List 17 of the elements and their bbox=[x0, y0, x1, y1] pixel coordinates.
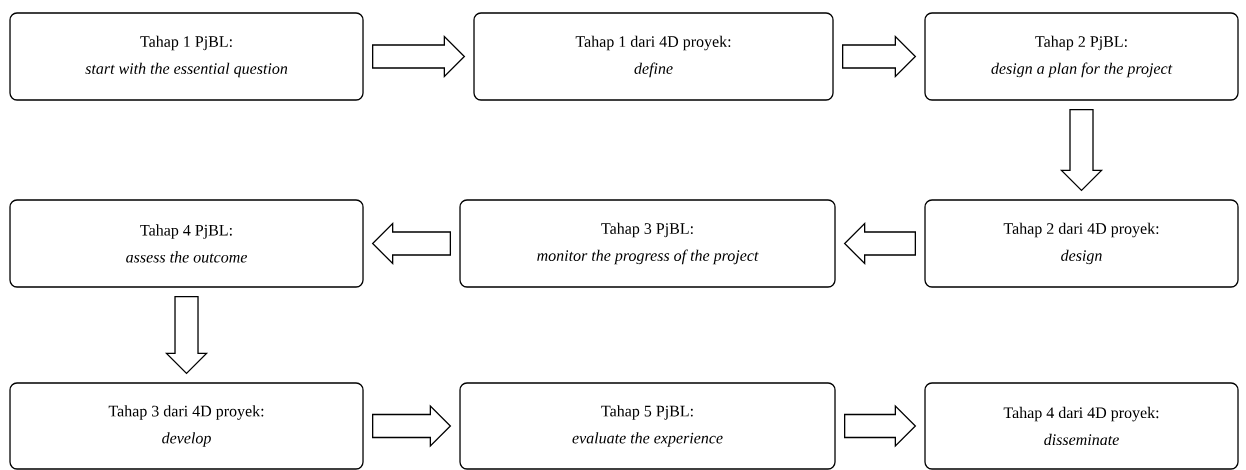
block-arrow bbox=[164, 296, 209, 375]
process-box: Tahap 4 PjBL: assess the outcome bbox=[9, 199, 364, 288]
block-arrow bbox=[372, 404, 452, 448]
process-box: Tahap 4 dari 4D proyek: disseminate bbox=[924, 382, 1239, 470]
process-box: Tahap 1 dari 4D proyek: define bbox=[473, 12, 834, 101]
process-box: Tahap 3 PjBL: monitor the progress of the project bbox=[459, 199, 836, 288]
process-box: Tahap 5 PjBL: evaluate the experience bbox=[459, 382, 836, 470]
process-box: Tahap 2 dari 4D proyek: design bbox=[924, 199, 1239, 288]
process-box: Tahap 3 dari 4D proyek: develop bbox=[9, 382, 364, 470]
block-arrow bbox=[371, 221, 451, 266]
block-arrow bbox=[842, 34, 917, 79]
block-arrow bbox=[843, 221, 916, 266]
process-box: Tahap 2 PjBL: design a plan for the project bbox=[924, 12, 1239, 101]
process-box: Tahap 1 PjBL: start with the essential question bbox=[9, 12, 364, 101]
block-arrow bbox=[372, 34, 466, 79]
block-arrow bbox=[1059, 109, 1104, 192]
block-arrow bbox=[844, 404, 917, 448]
